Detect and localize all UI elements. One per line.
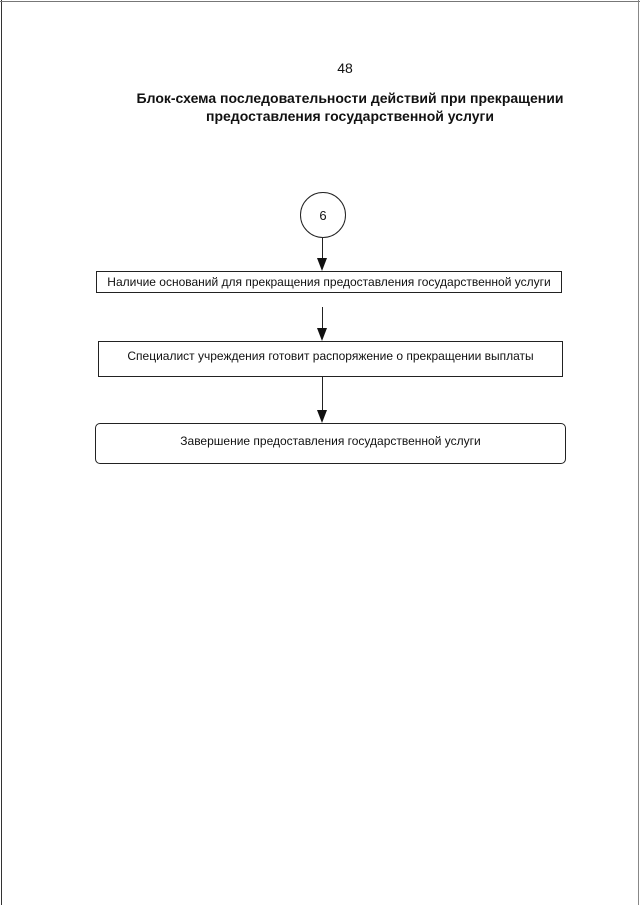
connector-circle: 6 — [300, 192, 346, 238]
flow-step-1: Наличие оснований для прекращения предос… — [96, 271, 562, 293]
flow-step-1-label: Наличие оснований для прекращения предос… — [107, 275, 551, 289]
page-edge-left — [1, 0, 2, 905]
page-edge-top — [0, 1, 640, 2]
arrowhead-2 — [317, 328, 327, 341]
page-edge-right — [638, 0, 639, 905]
flow-step-3-label: Завершение предоставления государственно… — [180, 434, 481, 448]
flow-step-2-label: Специалист учреждения готовит распоряжен… — [127, 349, 534, 363]
flow-line-1 — [322, 238, 323, 260]
flow-line-2 — [322, 307, 323, 330]
arrowhead-3 — [317, 410, 327, 423]
flow-step-2: Специалист учреждения готовит распоряжен… — [98, 341, 563, 377]
page-number: 48 — [337, 60, 353, 76]
title-line-2: предоставления государственной услуги — [206, 108, 494, 124]
page-title: Блок-схема последовательности действий п… — [100, 89, 600, 125]
arrowhead-1 — [317, 258, 327, 271]
flow-line-3 — [322, 377, 323, 410]
title-line-1: Блок-схема последовательности действий п… — [136, 90, 564, 106]
connector-label: 6 — [319, 207, 327, 223]
flow-step-3: Завершение предоставления государственно… — [95, 423, 566, 464]
